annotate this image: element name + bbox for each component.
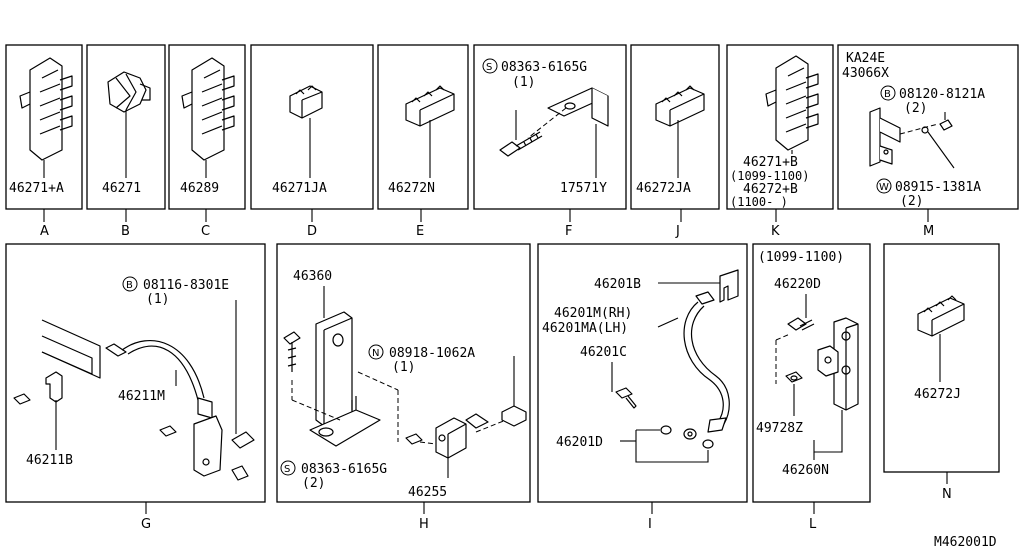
clip-46289-drawing (181, 57, 235, 161)
nut-quantity: (1) (392, 360, 415, 375)
washer-part-number: 49728Z (756, 421, 803, 436)
part-number: 46271+A (9, 181, 64, 196)
part-number: 46272JA (636, 181, 691, 196)
block-part-number: 46255 (408, 485, 447, 500)
bolt-part-number: 08363-6165G (501, 60, 587, 75)
clip-46271-a-drawing (19, 57, 73, 161)
clip-46271ja-drawing (289, 85, 323, 119)
panel-letter: E (416, 224, 424, 239)
screw-quantity: (2) (302, 476, 325, 491)
washer-part-number: 46201D (556, 435, 603, 450)
panel-letter: J (675, 224, 680, 239)
panel-c: 46289 C (168, 44, 246, 239)
panel-letter: H (419, 517, 429, 532)
hose-rh-part-number: 46201M(RH) (554, 306, 632, 321)
panel-letter: G (141, 517, 151, 532)
hose-lh-part-number: 46201MA(LH) (542, 321, 628, 336)
part-number: 46272N (388, 181, 435, 196)
clip-46271-drawing (107, 71, 151, 113)
hose-46211m-drawing (105, 340, 223, 477)
part-number: 46271JA (272, 181, 327, 196)
bolt-mark: B (884, 89, 891, 100)
bolt-part-number: 46201C (580, 345, 627, 360)
panel-a: 46271+A A (5, 44, 83, 239)
diagram-code: M462001D (934, 535, 997, 550)
part-range-1: (1099-1100) (730, 169, 809, 183)
clip-46272n-drawing (405, 85, 455, 127)
panel-letter: I (648, 517, 652, 532)
panel-letter: K (771, 224, 780, 239)
screw-part-number: 08363-6165G (301, 462, 387, 477)
part-number-1: 46271+B (743, 155, 798, 170)
bolt-part-number: 46220D (774, 277, 821, 292)
panel-i: 46201B 46201M(RH) 46201MA(LH) 46201C 462… (537, 243, 748, 532)
panel-letter: N (942, 487, 952, 502)
screw-mark: S (284, 464, 290, 475)
engine-note: KA24E (846, 51, 885, 66)
clip-part-number: 46211B (26, 453, 73, 468)
panel-letter: A (40, 224, 49, 239)
clip-46211b-drawing (45, 371, 63, 403)
reference-note: 43066X (842, 66, 889, 81)
panel-g: B 08116-8301E (1) 46211M 46211B G (5, 243, 266, 532)
panel-letter: L (809, 517, 817, 532)
bolt-part-number: 08120-8121A (899, 87, 985, 102)
part-number: 17571Y (560, 181, 607, 196)
bolt-quantity: (1) (512, 75, 535, 90)
panel-n: 46272J N (883, 243, 1000, 502)
panel-h: 46360 N 08918-1062A (1) (276, 243, 531, 532)
panel-letter: B (121, 224, 130, 239)
bracket-17571y-drawing (547, 87, 609, 127)
panel-j: 46272JA J (630, 44, 720, 239)
clip-46271-b-drawing (765, 55, 819, 151)
clip-46272j-drawing (917, 295, 965, 337)
bolt-quantity: (1) (146, 292, 169, 307)
date-range: (1099-1100) (758, 250, 844, 265)
bracket-46260n-drawing (817, 317, 859, 411)
panel-m: KA24E 43066X B 08120-8121A (2) W 08915-1… (837, 44, 1019, 239)
panel-letter: M (923, 224, 934, 239)
bolt-mark: S (486, 62, 492, 73)
block-46255-drawing (405, 413, 489, 459)
bracket-43066x-drawing (869, 107, 901, 167)
part-number-2: 46272+B (743, 182, 798, 197)
hose-part-number: 46211M (118, 389, 165, 404)
washer-quantity: (2) (900, 194, 923, 209)
assembly-part-number: 46260N (782, 463, 829, 478)
panel-letter: F (565, 224, 572, 239)
panel-letter: D (307, 224, 317, 239)
part-number: 46272J (914, 387, 961, 402)
washer-part-number: 08915-1381A (895, 180, 981, 195)
washer-mark: W (879, 182, 889, 193)
bolt-mark: B (126, 280, 133, 291)
panel-e: 46272N E (377, 44, 469, 239)
part-number: 46271 (102, 181, 141, 196)
panel-k: 46271+B (1099-1100) 46272+B (1100- ) K (726, 44, 834, 239)
hose-46201m-drawing (683, 291, 730, 440)
bracket-part-number: 46360 (293, 269, 332, 284)
clip-46272ja-drawing (655, 85, 705, 127)
frame-rail-drawing (41, 319, 101, 379)
bolt-quantity: (2) (904, 101, 927, 116)
bolt-part-number: 08116-8301E (143, 278, 229, 293)
part-range-2: (1100- ) (730, 195, 788, 209)
panel-letter: C (201, 224, 210, 239)
bracket-46360-drawing (309, 311, 381, 447)
screw-drawing (499, 131, 543, 157)
panel-b: 46271 B (86, 44, 166, 239)
nut-part-number: 08918-1062A (389, 346, 475, 361)
part-number: 46289 (180, 181, 219, 196)
panel-d: 46271JA D (250, 44, 374, 239)
panel-f: S 08363-6165G (1) 17571Y F (473, 44, 627, 239)
nut-mark: N (372, 348, 379, 359)
panel-l: (1099-1100) 46220D 49728Z 46260N L (752, 243, 871, 532)
clip-part-number: 46201B (594, 277, 641, 292)
